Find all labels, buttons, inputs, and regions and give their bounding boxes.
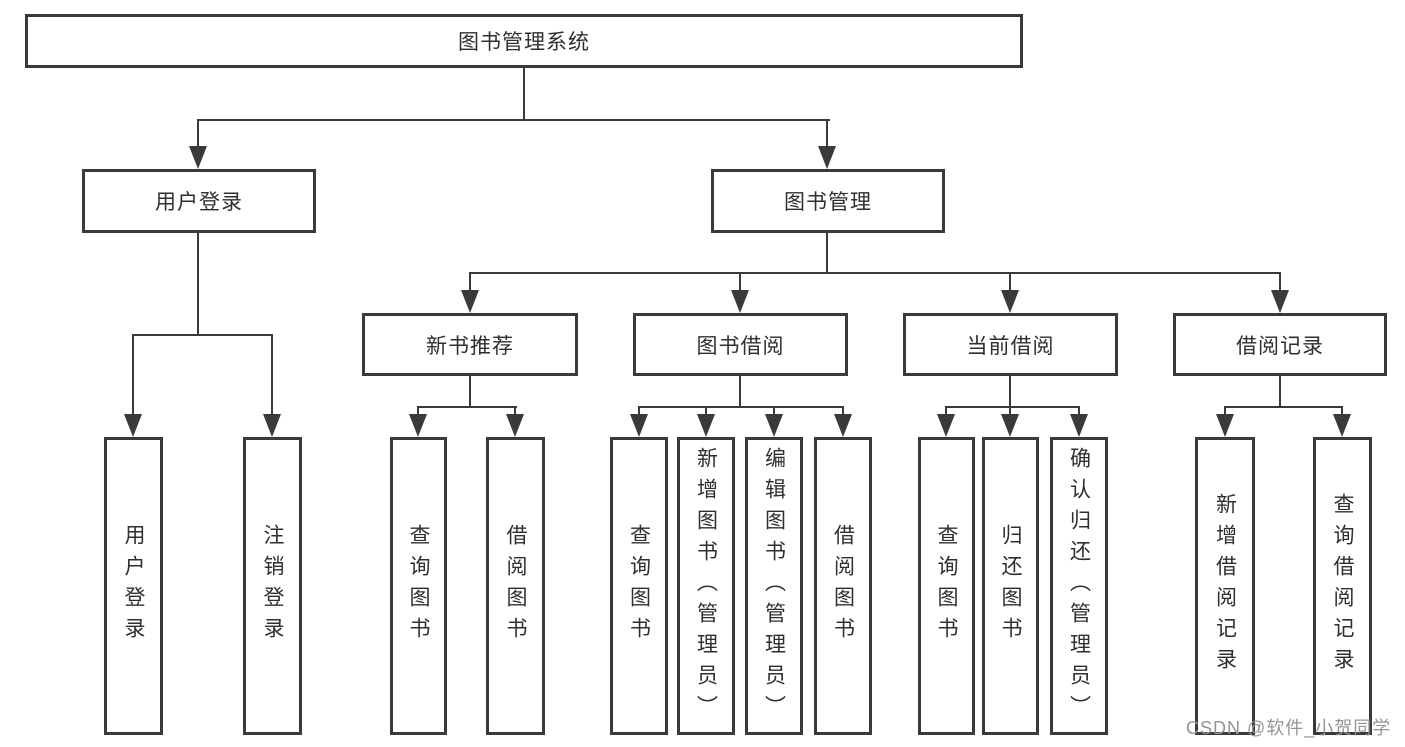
leaf-add-book-admin-label: 新增图书（管理员） <box>694 446 718 726</box>
connector-line <box>197 119 830 121</box>
connector-arrow <box>697 414 715 437</box>
connector-line <box>197 119 199 151</box>
leaf-return-book: 归还图书 <box>982 437 1039 735</box>
leaf-logout-label: 注销登录 <box>261 524 284 648</box>
node-borrow-records-label: 借阅记录 <box>1236 334 1324 358</box>
node-user-login-label: 用户登录 <box>155 191 243 214</box>
connector-line <box>945 406 1080 408</box>
connector-arrow <box>1333 414 1351 437</box>
node-new-book-recommend: 新书推荐 <box>362 313 578 376</box>
connector-arrow <box>1216 414 1234 437</box>
connector-arrow <box>834 414 852 437</box>
connector-arrow <box>124 414 142 437</box>
connector-line <box>1224 406 1343 408</box>
connector-line <box>132 334 134 417</box>
connector-line <box>469 272 471 293</box>
leaf-query-book-current-label: 查询图书 <box>935 524 958 648</box>
connector-line <box>705 406 707 417</box>
connector-line <box>1009 272 1011 293</box>
leaf-confirm-return-admin: 确认归还（管理员） <box>1050 437 1108 735</box>
connector-arrow <box>1001 290 1019 313</box>
leaf-user-login: 用户登录 <box>104 437 163 735</box>
connector-line <box>197 231 199 336</box>
connector-arrow <box>765 414 783 437</box>
connector-line <box>945 406 947 417</box>
connector-line <box>1009 374 1011 408</box>
connector-arrow <box>461 290 479 313</box>
connector-arrow <box>506 414 524 437</box>
connector-arrow <box>1271 290 1289 313</box>
connector-arrow <box>937 414 955 437</box>
connector-arrow <box>1070 414 1088 437</box>
node-new-book-recommend-label: 新书推荐 <box>426 334 514 358</box>
leaf-query-borrow-record: 查询借阅记录 <box>1313 437 1372 735</box>
leaf-add-borrow-record-label: 新增借阅记录 <box>1213 493 1237 679</box>
connector-line <box>523 66 525 120</box>
node-book-borrow: 图书借阅 <box>633 313 848 376</box>
connector-line <box>1341 406 1343 417</box>
node-root: 图书管理系统 <box>25 14 1023 68</box>
connector-line <box>739 272 741 293</box>
leaf-query-book-borrow-label: 查询图书 <box>627 524 651 648</box>
leaf-add-borrow-record: 新增借阅记录 <box>1195 437 1255 735</box>
node-user-login: 用户登录 <box>82 169 316 233</box>
leaf-add-book-admin: 新增图书（管理员） <box>677 437 735 735</box>
node-book-management-label: 图书管理 <box>784 191 872 214</box>
watermark: CSDN @软件_小贺同学 <box>1186 718 1392 738</box>
leaf-edit-book-admin: 编辑图书（管理员） <box>745 437 803 735</box>
leaf-return-book-label: 归还图书 <box>999 524 1022 648</box>
connector-line <box>1078 406 1080 417</box>
connector-arrow <box>818 146 836 169</box>
leaf-query-borrow-record-label: 查询借阅记录 <box>1331 493 1354 679</box>
leaf-query-book-current: 查询图书 <box>918 437 975 735</box>
connector-line <box>1279 272 1281 293</box>
connector-line <box>826 119 828 151</box>
connector-line <box>638 406 844 408</box>
node-current-borrow: 当前借阅 <box>903 313 1118 376</box>
connector-line <box>826 231 828 274</box>
connector-line <box>739 374 741 408</box>
node-book-management: 图书管理 <box>711 169 945 233</box>
connector-arrow <box>731 290 749 313</box>
leaf-borrow-book-label: 借阅图书 <box>831 524 855 648</box>
leaf-borrow-book: 借阅图书 <box>814 437 872 735</box>
leaf-edit-book-admin-label: 编辑图书（管理员） <box>762 446 786 726</box>
node-current-borrow-label: 当前借阅 <box>966 334 1055 358</box>
connector-arrow <box>1001 414 1019 437</box>
connector-line <box>469 374 471 408</box>
leaf-query-book-borrow: 查询图书 <box>610 437 668 735</box>
connector-line <box>417 406 517 408</box>
leaf-query-book-recommend-label: 查询图书 <box>407 524 430 648</box>
connector-line <box>1279 374 1281 408</box>
leaf-query-book-recommend: 查询图书 <box>390 437 447 735</box>
connector-arrow <box>409 414 427 437</box>
connector-line <box>1009 406 1011 417</box>
connector-arrow <box>189 146 207 169</box>
connector-line <box>469 272 1281 274</box>
connector-line <box>132 334 273 336</box>
leaf-confirm-return-admin-label: 确认归还（管理员） <box>1067 446 1091 726</box>
connector-line <box>638 406 640 417</box>
leaf-logout: 注销登录 <box>243 437 302 735</box>
connector-arrow <box>630 414 648 437</box>
node-root-label: 图书管理系统 <box>458 31 590 54</box>
leaf-user-login-label: 用户登录 <box>122 524 145 648</box>
node-book-borrow-label: 图书借阅 <box>696 334 785 358</box>
leaf-borrow-book-recommend: 借阅图书 <box>486 437 545 735</box>
connector-arrow <box>263 414 281 437</box>
leaf-borrow-book-recommend-label: 借阅图书 <box>504 524 527 648</box>
node-borrow-records: 借阅记录 <box>1173 313 1387 376</box>
connector-line <box>842 406 844 417</box>
connector-line <box>773 406 775 417</box>
connector-line <box>271 334 273 417</box>
connector-line <box>417 406 419 417</box>
connector-line <box>514 406 516 417</box>
connector-line <box>1224 406 1226 417</box>
